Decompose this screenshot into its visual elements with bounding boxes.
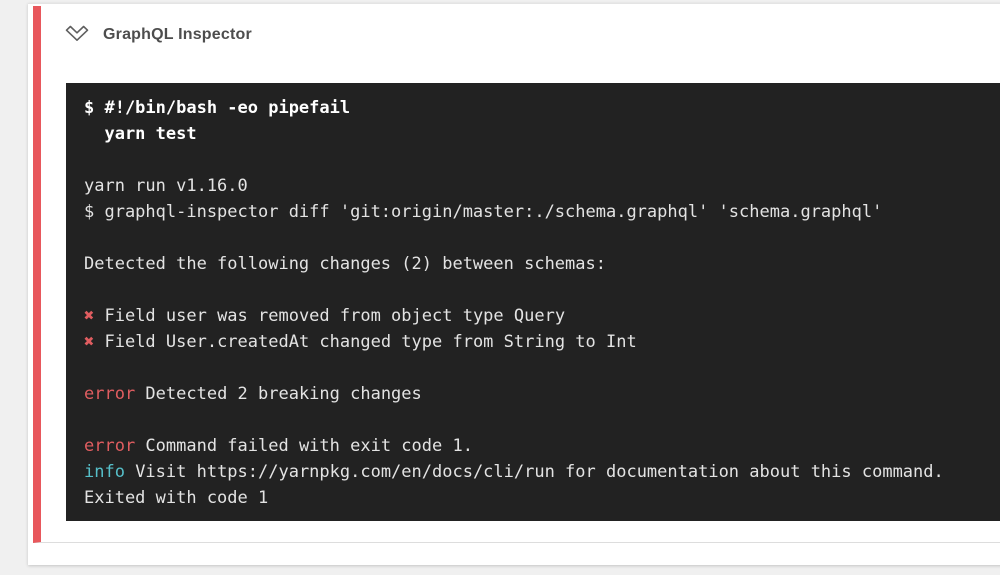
terminal-line: ✖ Field User.createdAt changed type from… — [84, 329, 1000, 355]
terminal-line: Exited with code 1 — [84, 485, 1000, 511]
breaking-change-1: Field user was removed from object type … — [94, 306, 566, 326]
terminal-line: Detected the following changes (2) betwe… — [84, 251, 1000, 277]
cross-icon: ✖ — [84, 332, 95, 352]
terminal-output: $ #!/bin/bash -eo pipefail yarn test yar… — [66, 83, 1000, 521]
shebang-command: $ #!/bin/bash -eo pipefail — [84, 98, 351, 118]
terminal-line: info Visit https://yarnpkg.com/en/docs/c… — [84, 459, 1000, 485]
terminal-line — [84, 407, 1000, 433]
terminal-line — [84, 277, 1000, 303]
chevron-down-icon[interactable] — [64, 23, 90, 47]
run-command: yarn test — [84, 124, 197, 144]
exit-code-message: Exited with code 1 — [84, 488, 269, 508]
exit-error-message: Command failed with exit code 1. — [135, 436, 473, 456]
terminal-line — [84, 225, 1000, 251]
job-step-card: GraphQL Inspector $ #!/bin/bash -eo pipe… — [28, 3, 1000, 565]
terminal-line: error Detected 2 breaking changes — [84, 381, 1000, 407]
terminal-line — [84, 355, 1000, 381]
terminal-line: error Command failed with exit code 1. — [84, 433, 1000, 459]
info-message: Visit https://yarnpkg.com/en/docs/cli/ru… — [124, 462, 944, 482]
terminal-body: $ #!/bin/bash -eo pipefail yarn test yar… — [84, 95, 1000, 511]
changes-summary: Detected the following changes (2) betwe… — [84, 254, 606, 274]
terminal-line: yarn run v1.16.0 — [84, 173, 1000, 199]
terminal-line — [84, 147, 1000, 173]
step-header[interactable]: GraphQL Inspector — [41, 6, 1000, 64]
step-title: GraphQL Inspector — [103, 26, 252, 43]
inspector-command: $ graphql-inspector diff 'git:origin/mas… — [84, 202, 883, 222]
terminal-line: $ graphql-inspector diff 'git:origin/mas… — [84, 199, 1000, 225]
terminal-line: $ #!/bin/bash -eo pipefail — [84, 95, 1000, 121]
terminal-line: yarn test — [84, 121, 1000, 147]
error-message: Detected 2 breaking changes — [135, 384, 422, 404]
terminal-line: ✖ Field user was removed from object typ… — [84, 303, 1000, 329]
info-label: info — [84, 462, 125, 482]
yarn-version: yarn run v1.16.0 — [84, 176, 248, 196]
error-label: error — [84, 436, 136, 456]
breaking-change-2: Field User.createdAt changed type from S… — [94, 332, 637, 352]
error-label: error — [84, 384, 136, 404]
failed-step-section: GraphQL Inspector $ #!/bin/bash -eo pipe… — [33, 6, 1000, 543]
cross-icon: ✖ — [84, 306, 95, 326]
